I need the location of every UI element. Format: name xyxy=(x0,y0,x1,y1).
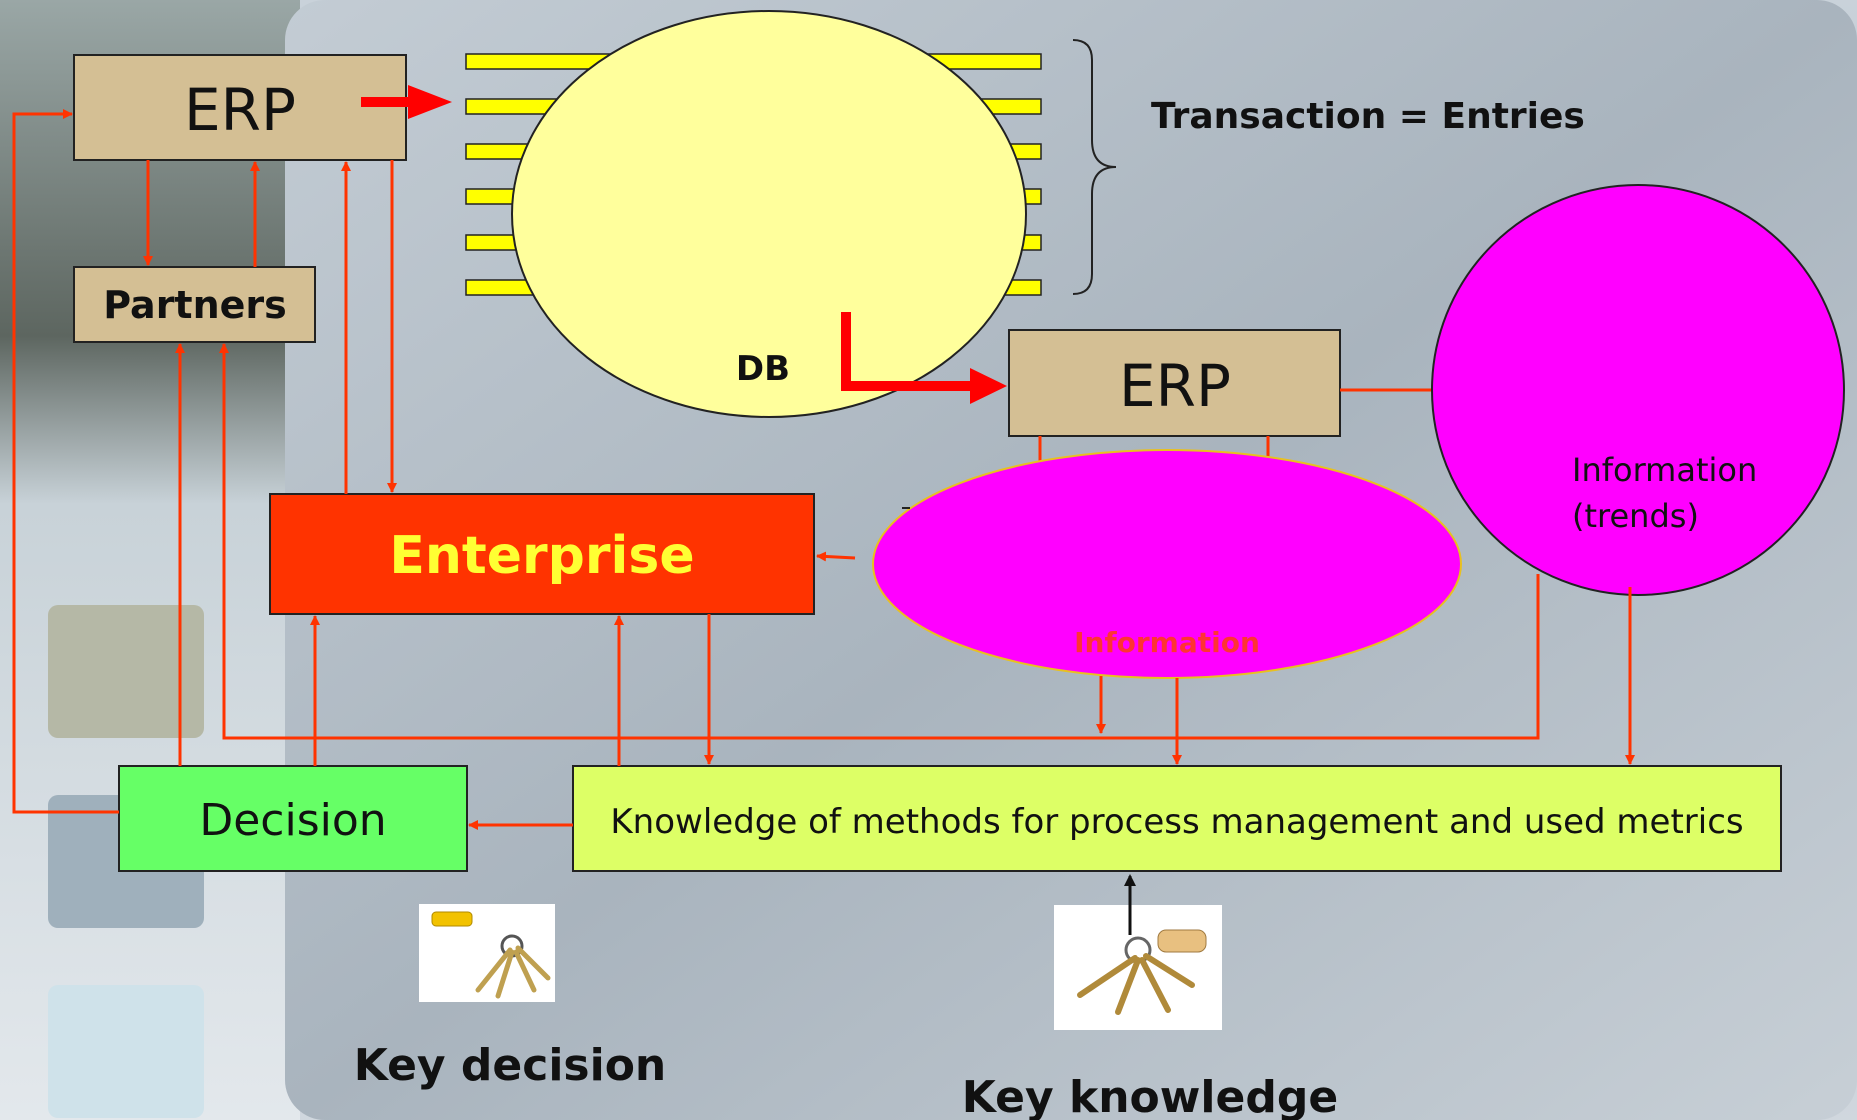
deco-square-3 xyxy=(48,985,204,1118)
information-trends-circle xyxy=(1431,184,1845,596)
erp-mid-label: ERP xyxy=(1119,352,1231,420)
erp-top-box xyxy=(73,54,407,161)
enterprise-label: Enterprise xyxy=(389,526,694,586)
partners-box xyxy=(73,266,316,343)
information-trends-line1: Information xyxy=(1572,451,1757,489)
trends-to-partners-arrow xyxy=(219,343,1540,740)
erp-top-label: ERP xyxy=(184,76,296,144)
partners-label: Partners xyxy=(103,283,287,327)
decision-box xyxy=(118,765,468,872)
key-knowledge-image xyxy=(1054,905,1222,1030)
key-decision-image xyxy=(419,904,555,1002)
deco-square-1 xyxy=(48,605,204,738)
enterprise-box xyxy=(269,493,815,615)
information-oval-label: Information xyxy=(1074,626,1260,659)
db-to-erp-arrow xyxy=(841,312,1007,404)
key-knowledge-label: Key knowledge xyxy=(962,1072,1338,1120)
transaction-brace xyxy=(1072,39,1117,295)
information-trends-line2: (trends) xyxy=(1572,497,1699,535)
transaction-label: Transaction = Entries xyxy=(1151,96,1585,137)
erp-mid-box xyxy=(1008,329,1341,437)
knowledge-label: Knowledge of methods for process managem… xyxy=(610,802,1743,842)
db-label: DB xyxy=(736,349,790,389)
key-decision-label: Key decision xyxy=(354,1040,667,1091)
information-oval xyxy=(872,449,1462,679)
information-to-enterprise-arrow xyxy=(816,551,856,562)
knowledge-box xyxy=(572,765,1782,872)
decision-to-erp-arrow xyxy=(12,109,119,814)
db-ellipse xyxy=(511,10,1027,418)
erp-to-db-arrow xyxy=(361,85,452,119)
decision-label: Decision xyxy=(199,795,386,846)
